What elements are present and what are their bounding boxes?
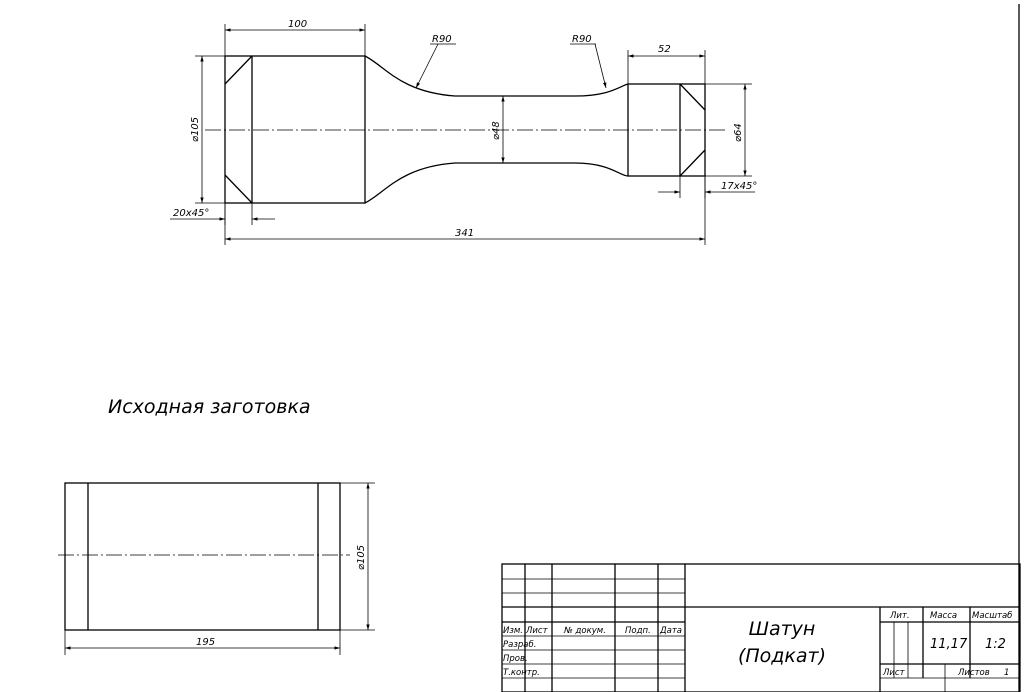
dim-center-diameter: ⌀48 <box>491 121 502 140</box>
dim-right-chamfer: 17x45° <box>721 181 757 192</box>
part-dimensions: 100 R90 R90 52 ⌀105 ⌀48 ⌀64 17x45° <box>170 19 757 245</box>
blank-outline <box>58 482 350 631</box>
tb-row-tkontr: Т.контр. <box>503 668 540 678</box>
dim-radius-right: R90 <box>572 34 592 45</box>
tb-lit-label: Лит. <box>889 611 910 621</box>
dim-radius-left: R90 <box>432 34 452 45</box>
tb-col-izm: Изм. <box>503 626 523 636</box>
tb-sheets-label: Листов <box>957 668 990 678</box>
dim-right-diameter: ⌀64 <box>733 123 744 142</box>
tb-col-date: Дата <box>659 626 682 636</box>
dim-head-length: 100 <box>288 19 307 30</box>
blank-diameter: ⌀105 <box>356 545 367 570</box>
tb-scale-value: 1:2 <box>985 637 1006 652</box>
tb-mass-label: Масса <box>930 611 957 621</box>
part-name-line1: Шатун <box>749 618 816 640</box>
dim-left-chamfer: 20x45° <box>173 208 209 219</box>
title-block-text: Изм. Лист № докум. Подп. Дата Разраб. Пр… <box>503 611 1012 678</box>
tb-mass-value: 11,17 <box>930 637 968 652</box>
tb-row-razrab: Разраб. <box>503 640 536 650</box>
tb-col-doc: № докум. <box>563 626 606 636</box>
part-outline <box>205 55 725 204</box>
tb-sheets-value: 1 <box>1004 668 1009 678</box>
blank-dimensions: ⌀105 195 <box>64 482 375 655</box>
tb-row-prov: Пров. <box>503 654 528 664</box>
tb-col-list: Лист <box>525 626 549 636</box>
dim-left-diameter: ⌀105 <box>190 117 201 142</box>
tb-sheet-label: Лист <box>882 668 906 678</box>
tb-scale-label: Масштаб <box>972 611 1012 621</box>
part-name-line2: (Подкат) <box>738 645 826 667</box>
dim-right-length: 52 <box>658 44 671 55</box>
tb-col-sign: Подп. <box>625 626 651 636</box>
dim-total-length: 341 <box>455 228 474 239</box>
blank-length: 195 <box>196 637 215 648</box>
blank-caption: Исходная заготовка <box>108 396 311 418</box>
title-block <box>501 563 1021 692</box>
